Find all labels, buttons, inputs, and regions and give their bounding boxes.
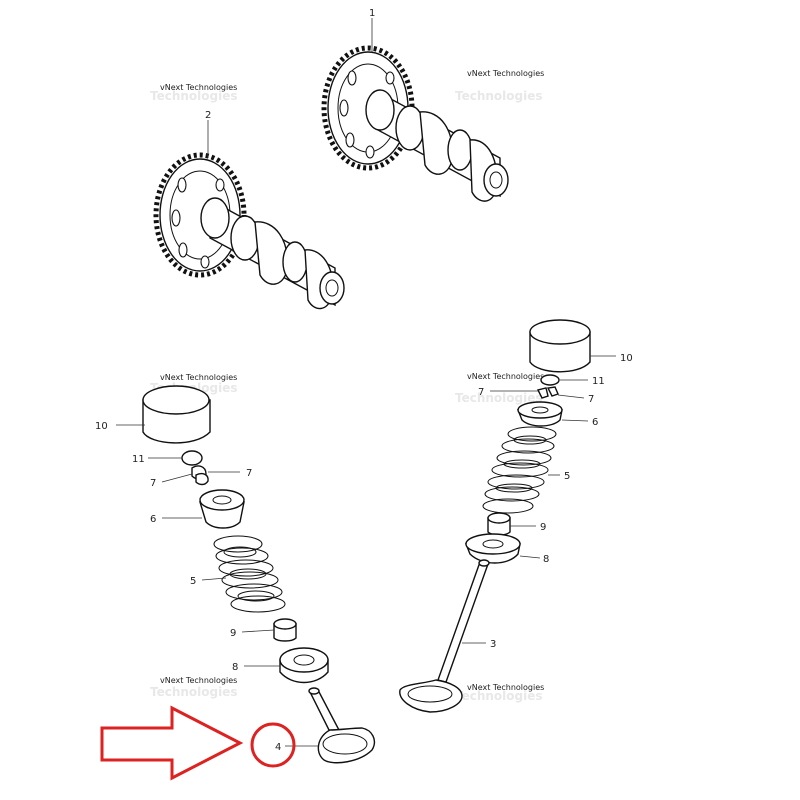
valve-part-4: [308, 687, 376, 764]
watermark-text: vNext Technologies: [160, 83, 237, 92]
stem-seal-part-9-left: [273, 618, 297, 642]
highlight-arrow-icon: [100, 705, 244, 781]
tappet-part-10-left: [142, 385, 211, 444]
camshaft-part-1: [321, 45, 509, 202]
valve-assembly-right: [399, 319, 591, 713]
callout-4: 4: [275, 742, 281, 753]
callout-10-left: 10: [95, 421, 108, 432]
spring-part-5-right: [482, 426, 557, 514]
tappet-part-10-right: [529, 319, 591, 373]
shim-part-11-left: [181, 450, 203, 466]
watermark-text: vNext Technologies: [160, 373, 237, 382]
spring-seat-part-8-left: [279, 647, 329, 684]
callout-5-right: 5: [564, 471, 570, 482]
callout-1: 1: [369, 8, 375, 19]
callout-7-right-a: 7: [478, 387, 484, 398]
callout-5-left: 5: [190, 576, 196, 587]
valve-assembly-left: [142, 385, 376, 764]
callout-8-right: 8: [543, 554, 549, 565]
callout-9-left: 9: [230, 628, 236, 639]
leader-lines: [116, 18, 616, 747]
watermark-shadow-text: Technologies: [150, 89, 238, 103]
callout-11-right: 11: [592, 376, 605, 387]
callout-9-right: 9: [540, 522, 546, 533]
watermark-text: vNext Technologies: [160, 676, 237, 685]
watermark-text: vNext Technologies: [467, 69, 544, 78]
callout-7-right-b: 7: [588, 394, 594, 405]
callout-6-left: 6: [150, 514, 156, 525]
spring-seat-part-8-right: [464, 533, 521, 564]
watermark-text: vNext Technologies: [467, 683, 544, 692]
watermark-shadow-text: Technologies: [455, 391, 543, 405]
camshaft-part-2: [153, 152, 345, 310]
retainer-part-6-left: [199, 489, 245, 529]
callout-labels: 1 2 10 11 7 7 6 5 9 8 4 10 11 7 7 6 5 9 …: [95, 8, 633, 753]
callout-8-left: 8: [232, 662, 238, 673]
callout-3: 3: [490, 639, 496, 650]
watermark-top-left: Technologies vNext Technologies: [150, 83, 238, 103]
watermark-mid-right: Technologies vNext Technologies: [455, 372, 544, 405]
cotter-part-7-right: [536, 386, 559, 399]
watermark-text: vNext Technologies: [467, 372, 544, 381]
callout-7-left-a: 7: [150, 478, 156, 489]
valve-part-3: [399, 559, 490, 713]
retainer-part-6-right: [516, 401, 563, 427]
callout-10-right: 10: [620, 353, 633, 364]
spring-part-5-left: [213, 535, 286, 613]
watermark-shadow-text: Technologies: [150, 685, 238, 699]
watermark-bottom-right: Technologies vNext Technologies: [455, 683, 544, 703]
callout-2-top: 2: [205, 110, 211, 121]
watermark-shadow-text: Technologies: [455, 689, 543, 703]
watermark-bottom-left: Technologies vNext Technologies: [150, 676, 238, 699]
highlight-circle: [250, 722, 296, 768]
highlight-annotation: [100, 705, 296, 781]
callout-7-left-b: 7: [246, 468, 252, 479]
shim-part-11-right: [540, 374, 560, 386]
watermark-top-right: Technologies vNext Technologies: [455, 69, 544, 103]
stem-seal-part-9-right: [487, 512, 511, 536]
watermark-shadow-text: Technologies: [455, 89, 543, 103]
callout-6-right: 6: [592, 417, 598, 428]
cotter-part-7-left: [191, 465, 209, 486]
callout-11-left: 11: [132, 454, 145, 465]
